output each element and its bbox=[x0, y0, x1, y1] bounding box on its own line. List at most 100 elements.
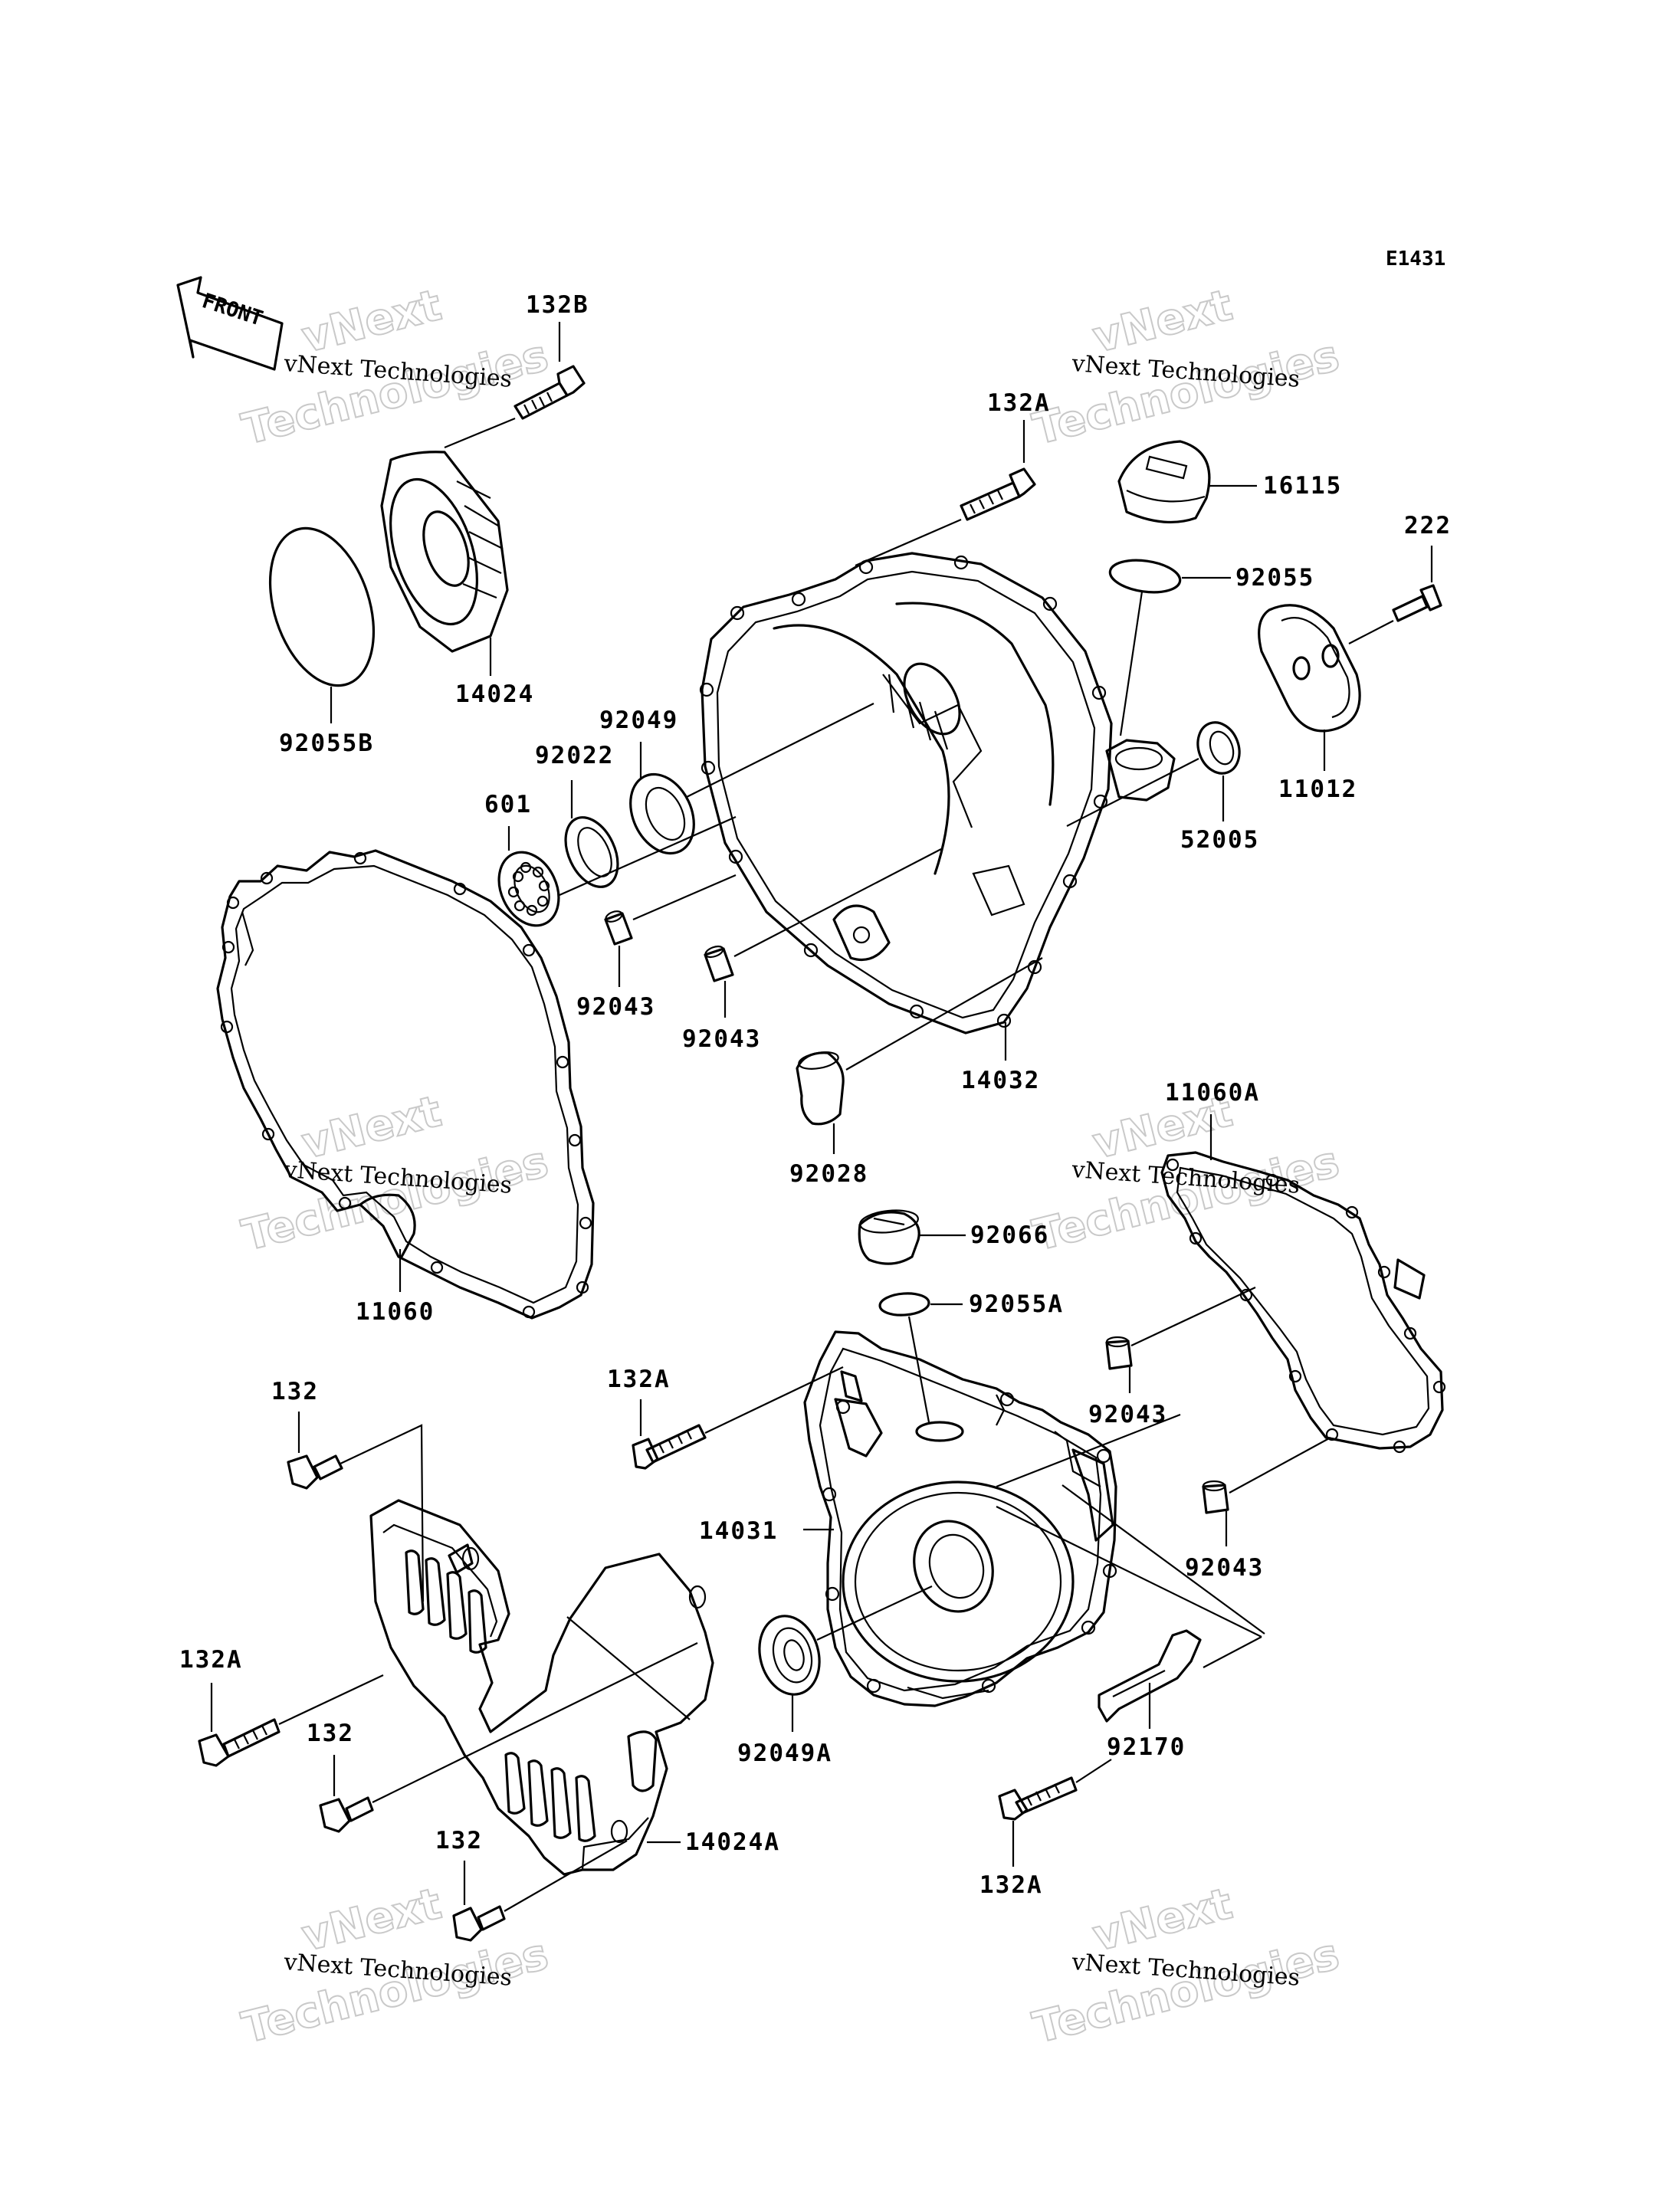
gasket-11060a[interactable] bbox=[1160, 1151, 1446, 1454]
leader-92049a-case bbox=[816, 1585, 933, 1641]
bolt-132-a[interactable] bbox=[287, 1454, 343, 1490]
bolt-132a-bottom[interactable] bbox=[998, 1776, 1078, 1821]
label-92055: 92055 bbox=[1235, 564, 1314, 592]
seal-52005[interactable] bbox=[1191, 716, 1246, 779]
cover-14024[interactable] bbox=[374, 451, 509, 653]
diagram-code: E1431 bbox=[1386, 248, 1445, 271]
leader-92043-a-case bbox=[632, 874, 737, 921]
label-11060: 11060 bbox=[356, 1298, 435, 1326]
label-132-b: 132 bbox=[307, 1720, 354, 1747]
leader-92043-d-gasket bbox=[1229, 1437, 1331, 1494]
label-92049: 92049 bbox=[599, 707, 678, 734]
leader-92049-case bbox=[686, 703, 874, 798]
leader-132-a-cover bbox=[340, 1424, 425, 1602]
label-92055b: 92055B bbox=[279, 730, 374, 757]
watermark-big-line1: vNext bbox=[297, 280, 447, 363]
label-601: 601 bbox=[484, 791, 532, 818]
leader-132a-case bbox=[855, 518, 962, 567]
label-222: 222 bbox=[1404, 512, 1452, 539]
label-92028: 92028 bbox=[789, 1160, 868, 1188]
label-132a-top: 132A bbox=[987, 389, 1051, 417]
label-92170: 92170 bbox=[1107, 1733, 1186, 1761]
watermark-big-line2: Technologies bbox=[238, 1137, 553, 1261]
leader-14031-92170-a bbox=[996, 1506, 1262, 1638]
leader-132a-left-cover bbox=[278, 1674, 384, 1725]
bolt-132a-mid[interactable] bbox=[632, 1424, 707, 1470]
bracket-92170[interactable] bbox=[1098, 1629, 1202, 1723]
cover-14024a[interactable] bbox=[369, 1499, 714, 1876]
label-14024: 14024 bbox=[455, 680, 534, 708]
bolt-132a-top[interactable] bbox=[960, 467, 1036, 521]
gasket-11060[interactable] bbox=[216, 849, 595, 1320]
watermark-big-line1: vNext bbox=[297, 1879, 447, 1962]
seal-92049[interactable] bbox=[619, 764, 707, 864]
washer-92022[interactable] bbox=[556, 809, 628, 895]
label-132a-bottom: 132A bbox=[979, 1871, 1043, 1899]
leader-132b-cover bbox=[444, 417, 516, 449]
label-11060a: 11060A bbox=[1165, 1079, 1260, 1107]
dowel-92043-b[interactable] bbox=[704, 944, 734, 982]
watermark-big-line2: Technologies bbox=[238, 1930, 553, 2054]
plate-11012[interactable] bbox=[1258, 604, 1361, 733]
label-92066: 92066 bbox=[970, 1221, 1049, 1249]
label-92022: 92022 bbox=[535, 742, 614, 769]
label-16115: 16115 bbox=[1263, 472, 1342, 500]
leader-14031-gasket-a bbox=[996, 1413, 1181, 1488]
label-11012: 11012 bbox=[1278, 776, 1357, 803]
dowel-92043-c[interactable] bbox=[1105, 1336, 1133, 1370]
label-132a-mid: 132A bbox=[607, 1366, 671, 1393]
watermark-big-line2: Technologies bbox=[1029, 331, 1344, 455]
label-92043-b: 92043 bbox=[682, 1025, 761, 1053]
oring-92055b[interactable] bbox=[251, 515, 392, 699]
watermark-big-line2: Technologies bbox=[238, 331, 553, 455]
leader-14031-92170-b bbox=[1061, 1484, 1265, 1635]
dowel-92043-d[interactable] bbox=[1202, 1480, 1229, 1514]
label-92055a: 92055A bbox=[969, 1290, 1064, 1318]
screw-222[interactable] bbox=[1392, 584, 1442, 622]
front-arrow-icon: FRONT bbox=[176, 276, 284, 371]
leader-222-plate bbox=[1348, 620, 1394, 644]
label-14031: 14031 bbox=[699, 1517, 778, 1545]
cap-16115[interactable] bbox=[1117, 440, 1211, 524]
oring-92055[interactable] bbox=[1108, 556, 1183, 596]
label-92043-c: 92043 bbox=[1088, 1401, 1167, 1428]
seal-92049a[interactable] bbox=[751, 1609, 828, 1701]
label-14032: 14032 bbox=[961, 1067, 1040, 1094]
label-14024a: 14024A bbox=[685, 1828, 780, 1856]
label-132-a: 132 bbox=[271, 1378, 319, 1405]
label-52005: 52005 bbox=[1180, 826, 1259, 854]
plug-92028[interactable] bbox=[796, 1050, 845, 1126]
oring-92055a[interactable] bbox=[878, 1292, 930, 1317]
front-label: FRONT bbox=[199, 289, 266, 331]
watermark-big-line1: vNext bbox=[1088, 280, 1238, 363]
label-132a-left: 132A bbox=[179, 1646, 243, 1674]
leader-92028-case bbox=[845, 957, 1043, 1071]
leader-92043-b-case bbox=[733, 848, 942, 957]
leader-52005-case bbox=[1066, 758, 1199, 827]
case-14032[interactable] bbox=[699, 552, 1176, 1035]
leader-92055a-case bbox=[907, 1316, 930, 1423]
leader-92055-case bbox=[1119, 591, 1144, 736]
bolt-132-b[interactable] bbox=[319, 1796, 374, 1833]
leader-601-case bbox=[559, 815, 737, 897]
bolt-132-c[interactable] bbox=[452, 1905, 506, 1942]
leader-132-b-cover bbox=[372, 1642, 698, 1803]
leader-132-c-cover bbox=[504, 1840, 628, 1912]
plug-92066[interactable] bbox=[858, 1208, 920, 1265]
watermark-big-line1: vNext bbox=[1088, 1879, 1238, 1962]
leader-132a-mid-case bbox=[704, 1366, 844, 1434]
leader-92170-junction bbox=[1203, 1636, 1262, 1668]
leader-132a-bottom-bracket bbox=[1075, 1759, 1112, 1783]
dowel-92043-a[interactable] bbox=[604, 910, 633, 946]
label-92043-d: 92043 bbox=[1185, 1554, 1264, 1582]
bearing-601[interactable] bbox=[487, 842, 570, 935]
bolt-132a-left[interactable] bbox=[198, 1718, 281, 1767]
label-132-c: 132 bbox=[435, 1827, 483, 1854]
watermark-big-line2: Technologies bbox=[1029, 1930, 1344, 2054]
watermark-big-line1: vNext bbox=[297, 1087, 447, 1169]
leader-92043-c-gasket bbox=[1130, 1287, 1256, 1346]
case-14031[interactable] bbox=[803, 1330, 1117, 1707]
bolt-132b[interactable] bbox=[514, 365, 586, 420]
label-92043-a: 92043 bbox=[576, 993, 655, 1021]
